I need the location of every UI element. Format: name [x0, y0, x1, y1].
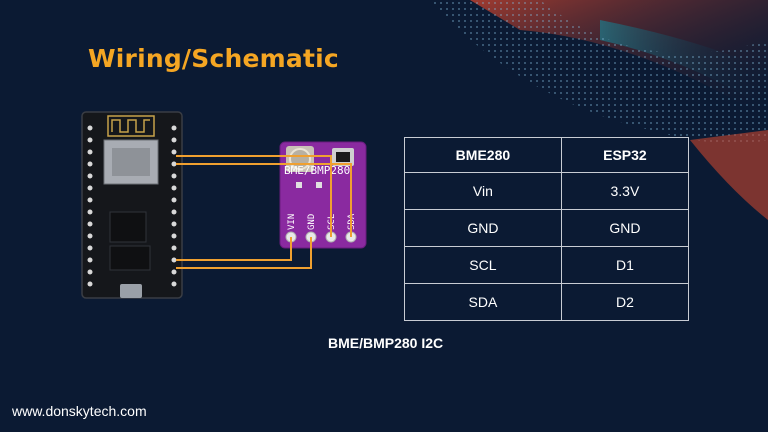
table-cell: D1 [560, 246, 690, 284]
esp-board [81, 111, 183, 299]
wire-gnd [176, 237, 312, 269]
sensor-board: BME/BMP280 VIN GND SCL SDA [279, 141, 367, 249]
diagram-caption: BME/BMP280 I2C [328, 335, 444, 351]
table-cell: 3.3V [560, 172, 690, 210]
table-row: Vin 3.3V [404, 172, 690, 210]
wire-scl [176, 155, 332, 237]
sensor-pin-label-gnd: GND [307, 214, 317, 230]
website-link[interactable]: www.donskytech.com [12, 403, 147, 419]
table-row: GND GND [404, 209, 690, 247]
wiring-diagram: BME/BMP280 VIN GND SCL SDA [81, 111, 367, 299]
sensor-board-label: BME/BMP280 [284, 164, 350, 177]
sensor-pin-label-vin: VIN [287, 214, 297, 230]
table-row: SDA D2 [404, 283, 690, 321]
wire-vin [176, 237, 292, 261]
table-row: SCL D1 [404, 246, 690, 284]
table-cell: GND [404, 209, 562, 247]
table-cell: Vin [404, 172, 562, 210]
table-cell: GND [560, 209, 690, 247]
page-title: Wiring/Schematic [88, 44, 339, 73]
table-cell: D2 [560, 283, 690, 321]
wires [176, 155, 352, 269]
table-header-row: BME280 ESP32 [404, 137, 690, 173]
wire-sda [176, 163, 352, 237]
table-cell: SCL [404, 246, 562, 284]
table-cell: SDA [404, 283, 562, 321]
table-header-esp32: ESP32 [560, 137, 690, 173]
table-header-bme280: BME280 [404, 137, 562, 173]
connection-table: BME280 ESP32 Vin 3.3V GND GND SCL D1 SDA… [404, 137, 690, 321]
